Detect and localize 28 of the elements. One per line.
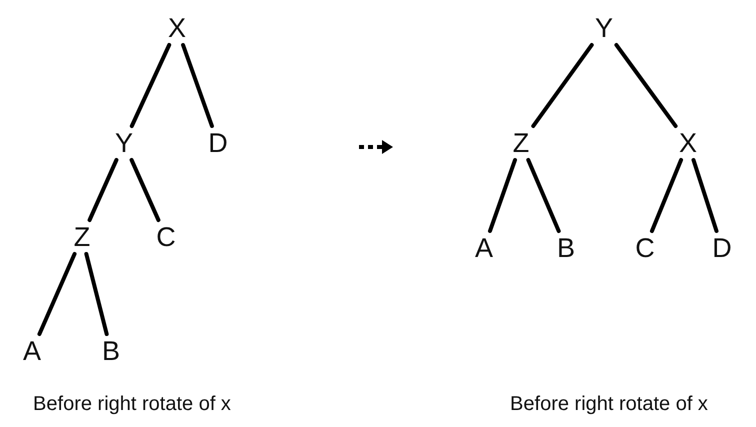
node-letter: X [168,12,186,44]
tree-branch-line [88,158,118,222]
node-letter: B [556,232,575,264]
tree-branch-line [130,43,172,128]
tree-branch-line [692,158,718,233]
node-letter: D [208,128,228,158]
node-letter: X [678,128,697,158]
tree-branch-line [531,43,594,128]
node-letter: Y [114,128,133,158]
node-letter: D [712,232,732,264]
tree-branch-line [181,43,214,128]
node-letter: Z [74,222,90,252]
caption: Before right rotate of x [33,393,231,416]
caption: Before right rotate of x [510,393,708,416]
tree-branch-line [37,252,77,336]
node-letter: B [102,336,120,366]
tree-branch-line [488,158,517,233]
tree-branch-line [526,158,561,233]
node-letter: A [474,232,493,264]
tree-branch-line [650,158,684,233]
tree-branch-line [130,158,160,222]
node-letter: A [22,336,41,366]
node-letter: C [635,232,655,264]
tree-branch-line [84,252,109,336]
node-letter: Y [594,12,613,44]
tree-branch-line [614,43,678,128]
node-letter: C [156,222,176,252]
node-letter: Z [512,128,530,158]
